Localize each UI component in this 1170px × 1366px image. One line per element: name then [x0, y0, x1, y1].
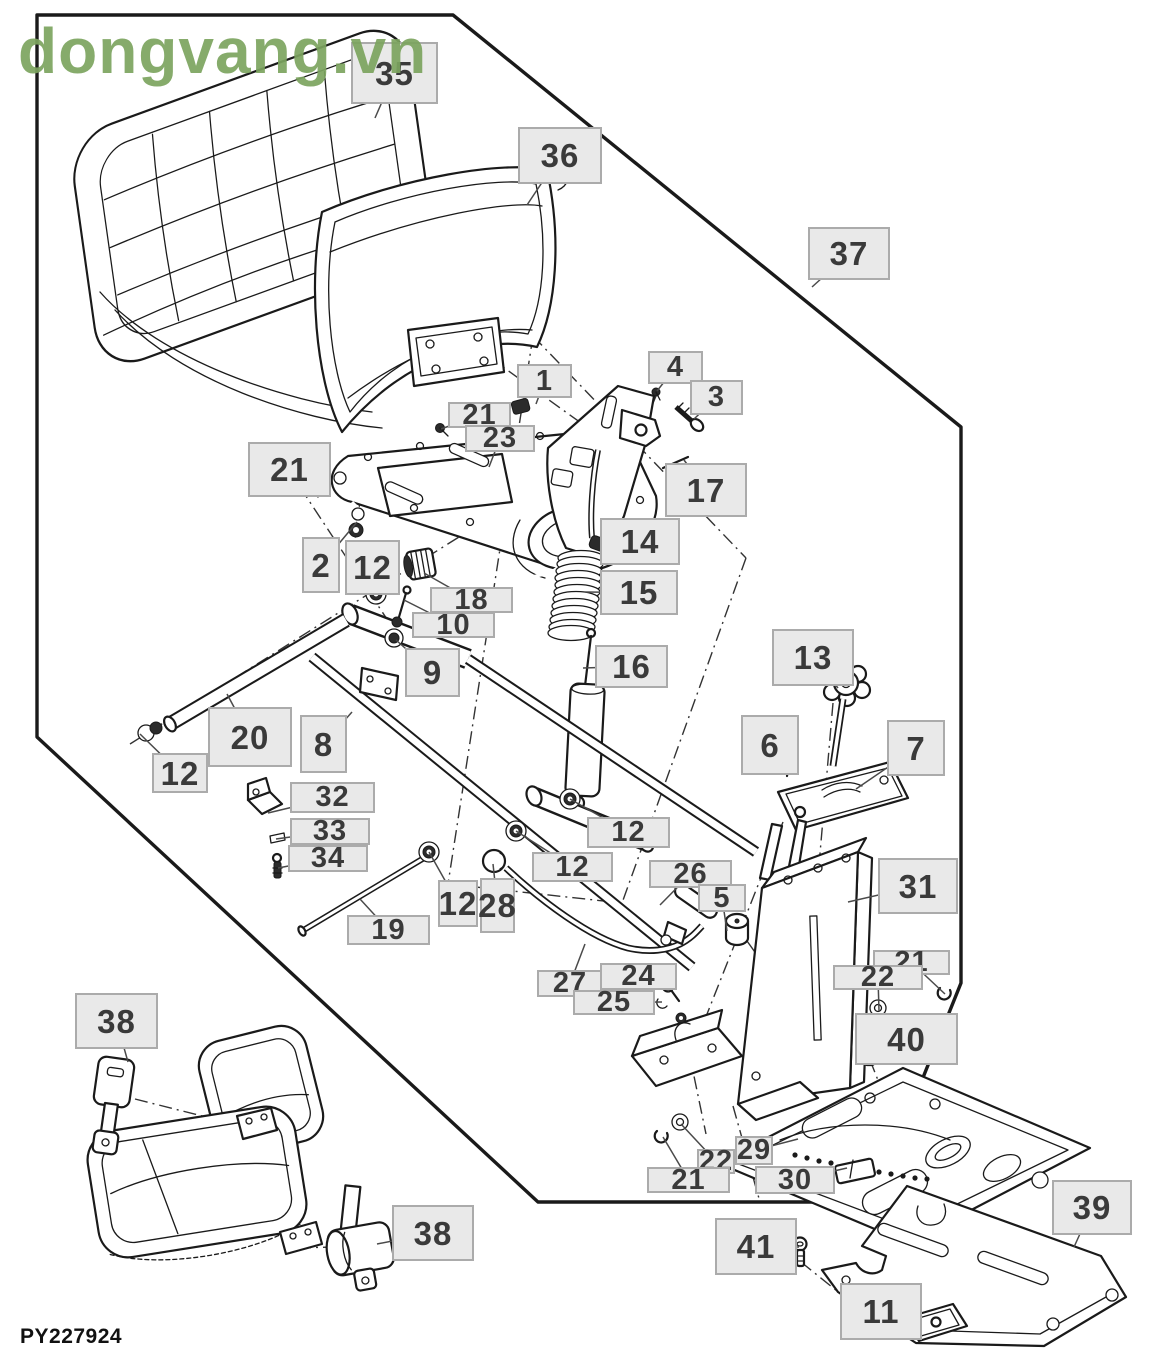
callout-26: 26: [649, 859, 732, 888]
callout-30: 30: [755, 1165, 835, 1194]
callout-8: 8: [300, 715, 347, 773]
hardware-small-parts: [246, 423, 581, 879]
callout-34: 34: [288, 844, 368, 873]
callout-10: 10: [412, 610, 495, 639]
callout-38: 38: [75, 993, 158, 1049]
watermark: dongvang.vn: [18, 15, 428, 87]
callout-32: 32: [290, 782, 375, 813]
spring-15: [547, 535, 607, 642]
back-bracket: [510, 384, 705, 562]
callout-38: 38: [392, 1205, 474, 1261]
callout-28: 28: [478, 878, 516, 933]
callout-1: 1: [517, 364, 572, 398]
callout-7: 7: [887, 720, 945, 776]
seat-belt-buckle-38: [91, 1055, 136, 1156]
callout-36: 36: [518, 127, 602, 184]
callout-3: 3: [690, 380, 743, 415]
callout-9: 9: [405, 648, 460, 697]
seat-pan-29: [716, 1066, 1092, 1245]
callout-24: 24: [600, 962, 677, 991]
callout-22: 22: [833, 963, 923, 992]
seat-belt-retractor-38: [325, 1184, 395, 1292]
callout-4: 4: [648, 351, 703, 384]
callout-6: 6: [741, 715, 799, 775]
callout-16: 16: [595, 645, 668, 688]
callout-2: 2: [302, 537, 340, 593]
callout-41: 41: [715, 1218, 797, 1275]
callout-12: 12: [438, 880, 478, 927]
callout-39: 39: [1052, 1180, 1132, 1235]
backrest-36: [313, 161, 570, 434]
callout-35: 35: [351, 42, 438, 104]
callout-12: 12: [532, 852, 613, 882]
callout-17: 17: [665, 463, 747, 517]
callout-21: 21: [248, 442, 331, 497]
figure-code: PY227924: [20, 1325, 123, 1348]
callout-19: 19: [347, 915, 430, 945]
callout-15: 15: [600, 570, 678, 615]
callout-12: 12: [152, 753, 208, 793]
callout-13: 13: [772, 629, 854, 686]
callout-31: 31: [878, 858, 958, 914]
callout-29: 29: [735, 1134, 773, 1166]
callout-37: 37: [808, 227, 890, 280]
callout-20: 20: [208, 707, 292, 767]
small-seat-cushion: [86, 1105, 324, 1261]
callout-40: 40: [855, 1013, 958, 1065]
callout-33: 33: [290, 817, 370, 846]
support-tower-31: [630, 836, 874, 1122]
callout-12: 12: [587, 817, 670, 848]
callout-12: 12: [345, 540, 400, 595]
callout-21: 21: [647, 1165, 730, 1194]
callout-5: 5: [698, 883, 746, 912]
callout-11: 11: [840, 1283, 922, 1340]
callout-25: 25: [573, 988, 655, 1017]
callout-23: 23: [465, 424, 535, 453]
callout-14: 14: [600, 518, 680, 565]
